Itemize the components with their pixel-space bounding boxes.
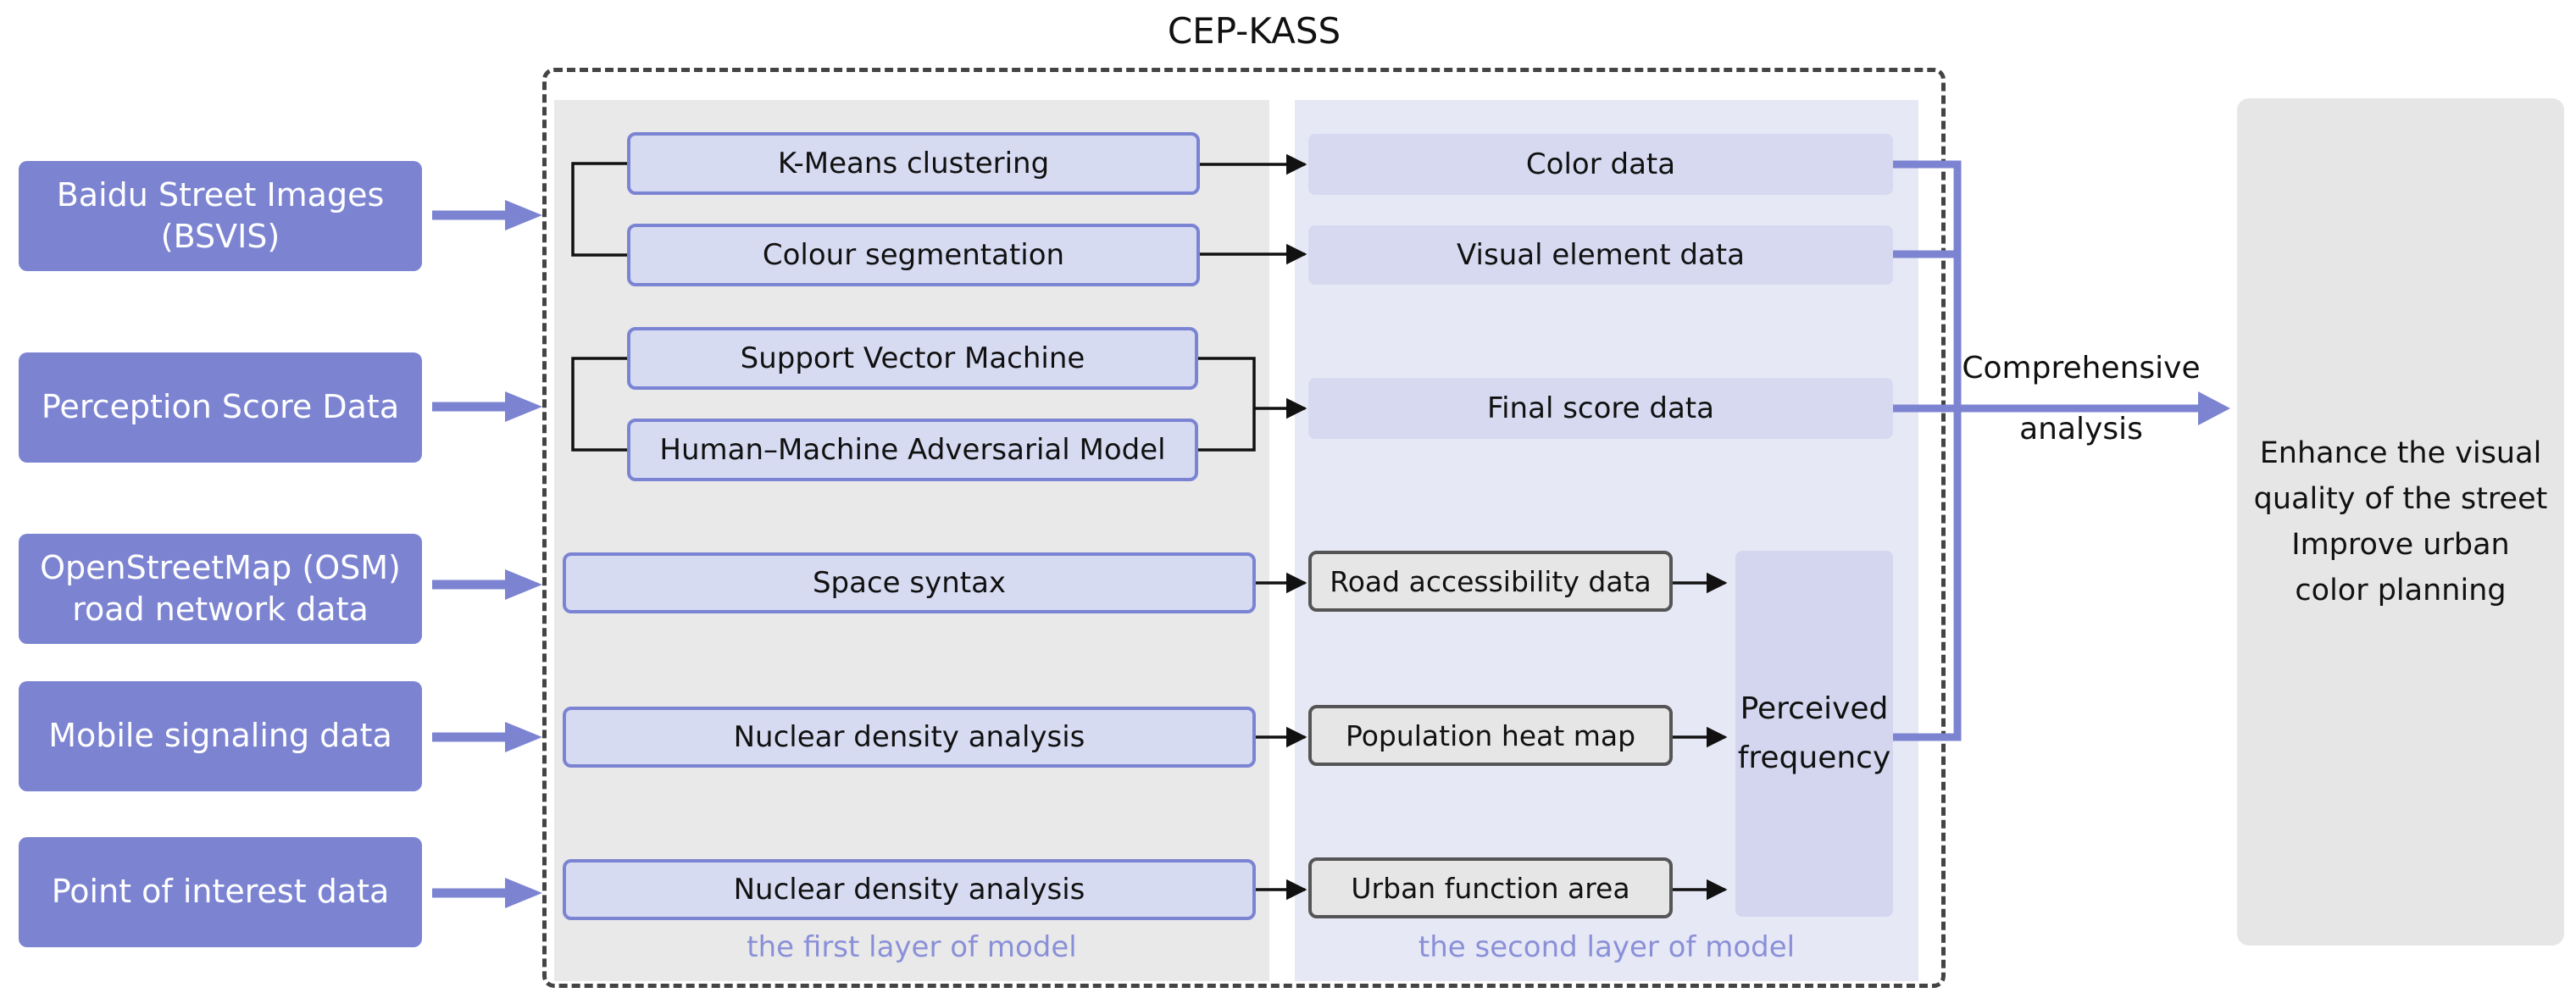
- arrow-icon: [432, 722, 542, 752]
- source-label: Perception Score Data: [41, 388, 400, 426]
- diagram-title: CEP-KASS: [1167, 10, 1341, 52]
- method-space-syntax: Space syntax: [563, 552, 1256, 613]
- source-label: road network data: [72, 591, 369, 628]
- comprehensive-analysis-label: Comprehensive analysis: [1954, 347, 2208, 452]
- method-nuclear-density: Nuclear density analysis: [563, 859, 1256, 920]
- perceived-label: Perceived: [1740, 691, 1889, 727]
- result-line: Enhance the visual: [2259, 435, 2542, 470]
- source-label: Mobile signaling data: [48, 717, 392, 755]
- source-label: (BSVIS): [160, 218, 280, 255]
- result-panel: Enhance the visual quality of the street…: [2237, 98, 2564, 946]
- source-mobile-signaling: Mobile signaling data: [19, 681, 422, 791]
- bracket-line: [571, 162, 627, 257]
- arrow-icon: [2198, 391, 2230, 425]
- output-color-data: Color data: [1308, 134, 1893, 195]
- source-arrows: [432, 200, 542, 908]
- comprehensive-merge: [1893, 160, 2203, 741]
- merge-line: [1893, 160, 1962, 741]
- source-perception-score: Perception Score Data: [19, 352, 422, 463]
- comprehensive-line: analysis: [2019, 412, 2143, 447]
- source-label: Point of interest data: [51, 873, 390, 911]
- method-svm: Support Vector Machine: [627, 327, 1198, 390]
- cep-kass-frame: [542, 68, 1946, 988]
- output-road-accessibility: Road accessibility data: [1308, 551, 1673, 612]
- first-layer-label: the first layer of model: [747, 930, 1077, 964]
- output-urban-function-area: Urban function area: [1308, 857, 1673, 918]
- source-osm: OpenStreetMap (OSM) road network data: [19, 534, 422, 644]
- method-kmeans: K-Means clustering: [627, 132, 1200, 195]
- method-brackets: [571, 162, 1256, 452]
- arrow-icon: [432, 200, 542, 230]
- arrow-icon: [432, 569, 542, 600]
- source-label: Baidu Street Images: [56, 175, 385, 214]
- result-line: color planning: [2295, 574, 2507, 608]
- method-nuclear-density: Nuclear density analysis: [563, 707, 1256, 768]
- perceived-frequency-box: Perceived frequency: [1735, 551, 1893, 917]
- source-label: OpenStreetMap (OSM): [40, 548, 401, 586]
- method-human-machine: Human–Machine Adversarial Model: [627, 419, 1198, 481]
- output-final-score-data: Final score data: [1308, 378, 1893, 439]
- bracket-line: [571, 357, 627, 452]
- perceived-label: frequency: [1737, 741, 1891, 775]
- method-arrows: [1200, 153, 1728, 901]
- arrow-icon: [432, 391, 542, 422]
- source-bsvis: Baidu Street Images (BSVIS): [19, 161, 422, 271]
- output-visual-element-data: Visual element data: [1308, 225, 1893, 285]
- result-line: Improve urban: [2291, 528, 2510, 562]
- bracket-line: [1198, 357, 1256, 452]
- result-line: quality of the street: [2253, 481, 2548, 516]
- method-colour-segmentation: Colour segmentation: [627, 224, 1200, 286]
- output-population-heat-map: Population heat map: [1308, 705, 1673, 766]
- second-layer-label: the second layer of model: [1418, 930, 1796, 964]
- arrow-icon: [432, 878, 542, 908]
- comprehensive-line: Comprehensive: [1962, 351, 2201, 386]
- source-poi: Point of interest data: [19, 837, 422, 947]
